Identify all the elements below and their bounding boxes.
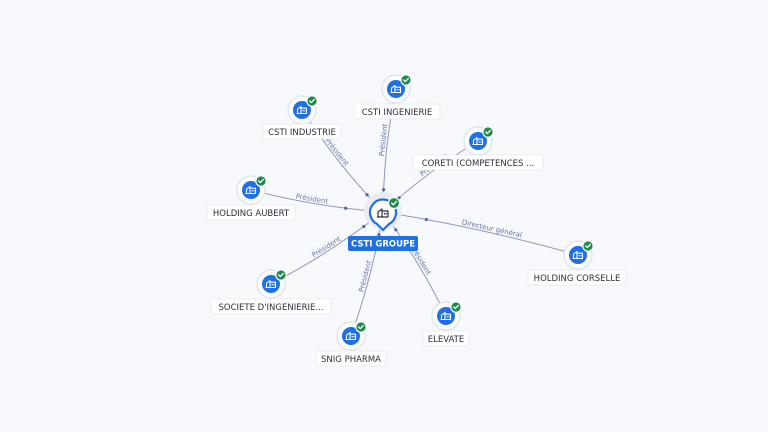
node-inner [437, 307, 455, 325]
edge-arrow [424, 217, 428, 222]
verified-badge [450, 301, 462, 313]
verified-badge [582, 240, 594, 252]
edge-relation-label: Président [295, 192, 329, 205]
node-label-box [262, 123, 342, 140]
node-label-box [412, 154, 544, 171]
edge-elevate [382, 211, 447, 317]
building-icon [440, 311, 452, 321]
node-societe-ingenierie[interactable]: SOCIETE D'INGENIERIE... [210, 269, 332, 315]
node-elevate[interactable]: ELEVATE [422, 301, 470, 347]
center-label-box [348, 236, 418, 251]
building-icon [345, 331, 357, 341]
node-label: CSTI INGENIERIE [362, 108, 433, 118]
node-label: SOCIETE D'INGENIERIE... [219, 303, 324, 313]
edge-arrow [394, 228, 398, 232]
node-inner [293, 101, 311, 119]
node-holding-aubert[interactable]: HOLDING AUBERT [206, 175, 296, 221]
node-label: HOLDING CORSELLE [534, 274, 621, 284]
verified-badge [387, 196, 401, 210]
node-label-box [315, 350, 387, 367]
building-icon [296, 105, 308, 115]
verified-badge [275, 269, 287, 281]
node-inner [469, 132, 487, 150]
edge-relation-label: Président [324, 137, 351, 168]
node-inner [342, 327, 360, 345]
node-inner [387, 80, 405, 98]
node-csti-ingenierie[interactable]: CSTI INGENIERIE [353, 74, 441, 120]
node-inner [242, 181, 260, 199]
edge-relation-label: Président [378, 123, 389, 157]
node-label-box [527, 269, 627, 286]
building-icon [265, 279, 277, 289]
edge-holding-corselle [382, 211, 579, 256]
building-icon [377, 208, 389, 218]
node-label: SNIG PHARMA [321, 355, 381, 365]
edge-arrow [362, 224, 366, 229]
node-coreti[interactable]: CORETI (COMPETENCES ... [412, 126, 544, 171]
edge-arrow [344, 206, 348, 210]
node-label: CORETI (COMPETENCES ... [422, 159, 535, 169]
node-label-box [206, 204, 296, 221]
node-snig-pharma[interactable]: SNIG PHARMA [315, 321, 387, 367]
verified-badge [306, 95, 318, 107]
node-csti-industrie[interactable]: CSTI INDUSTRIE [262, 95, 342, 140]
edge-arrow [381, 188, 386, 192]
node-label: HOLDING AUBERT [213, 209, 290, 219]
nodes-layer: CSTI INDUSTRIE CSTI INGENIERIE CORETI (COM… [206, 74, 627, 367]
edge-relation-label: Président [357, 259, 373, 293]
edge-arrow [377, 233, 381, 237]
edge-relation-label: Président [311, 235, 343, 260]
node-holding-corselle[interactable]: HOLDING CORSELLE [527, 240, 627, 286]
building-icon [390, 84, 402, 94]
node-label: CSTI INDUSTRIE [268, 128, 336, 138]
edge-arrow [397, 196, 401, 200]
building-icon [572, 250, 584, 260]
building-icon [245, 185, 257, 195]
node-label-box [353, 103, 441, 120]
center-node[interactable]: CSTI GROUPE [348, 192, 418, 251]
center-label: CSTI GROUPE [351, 240, 415, 250]
node-label: ELEVATE [428, 335, 464, 345]
verified-badge [255, 175, 267, 187]
verified-badge [482, 126, 494, 138]
edge-arrow [365, 193, 369, 197]
building-icon [472, 136, 484, 146]
node-label-box [210, 298, 332, 315]
verified-badge [355, 321, 367, 333]
node-inner [569, 246, 587, 264]
verified-badge [400, 74, 412, 86]
node-label-box [422, 330, 470, 347]
edge-relation-label: Directeur général [461, 218, 523, 239]
node-inner [262, 275, 280, 293]
